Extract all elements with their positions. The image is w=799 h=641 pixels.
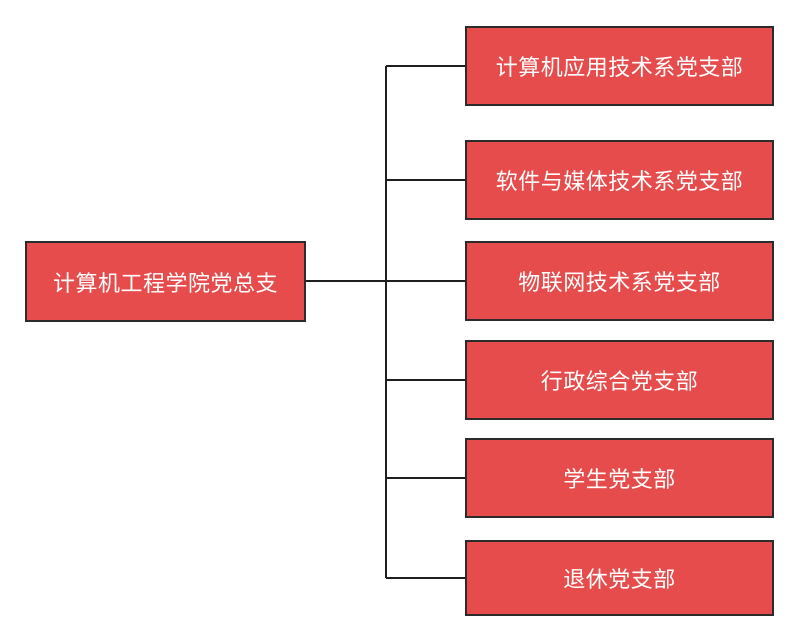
child-node-label: 行政综合党支部 bbox=[540, 370, 699, 395]
root-node: 计算机工程学院党总支 bbox=[25, 241, 306, 322]
child-node-administration: 行政综合党支部 bbox=[465, 340, 774, 420]
child-node-students: 学生党支部 bbox=[465, 438, 774, 518]
child-node-label: 计算机应用技术系党支部 bbox=[495, 56, 744, 81]
child-node-label: 软件与媒体技术系党支部 bbox=[495, 170, 744, 195]
child-node-label: 物联网技术系党支部 bbox=[518, 271, 721, 296]
child-node-label: 退休党支部 bbox=[563, 568, 676, 593]
child-node-computer-application: 计算机应用技术系党支部 bbox=[465, 26, 774, 106]
child-node-software-media: 软件与媒体技术系党支部 bbox=[465, 140, 774, 220]
child-node-iot: 物联网技术系党支部 bbox=[465, 241, 774, 321]
child-node-retired: 退休党支部 bbox=[465, 540, 774, 616]
root-node-label: 计算机工程学院党总支 bbox=[52, 271, 278, 297]
child-node-label: 学生党支部 bbox=[563, 468, 676, 493]
